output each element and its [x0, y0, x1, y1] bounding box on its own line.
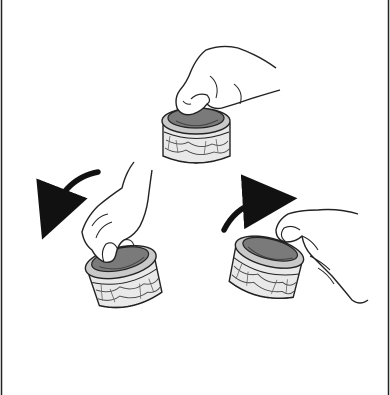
step-twist-counterclockwise [52, 162, 165, 314]
counterclockwise-arrow-icon [52, 172, 98, 214]
clockwise-arrow-icon [224, 200, 270, 230]
step-press-cap [162, 46, 280, 163]
hand-icon [176, 46, 280, 114]
step-twist-clockwise [224, 200, 368, 304]
